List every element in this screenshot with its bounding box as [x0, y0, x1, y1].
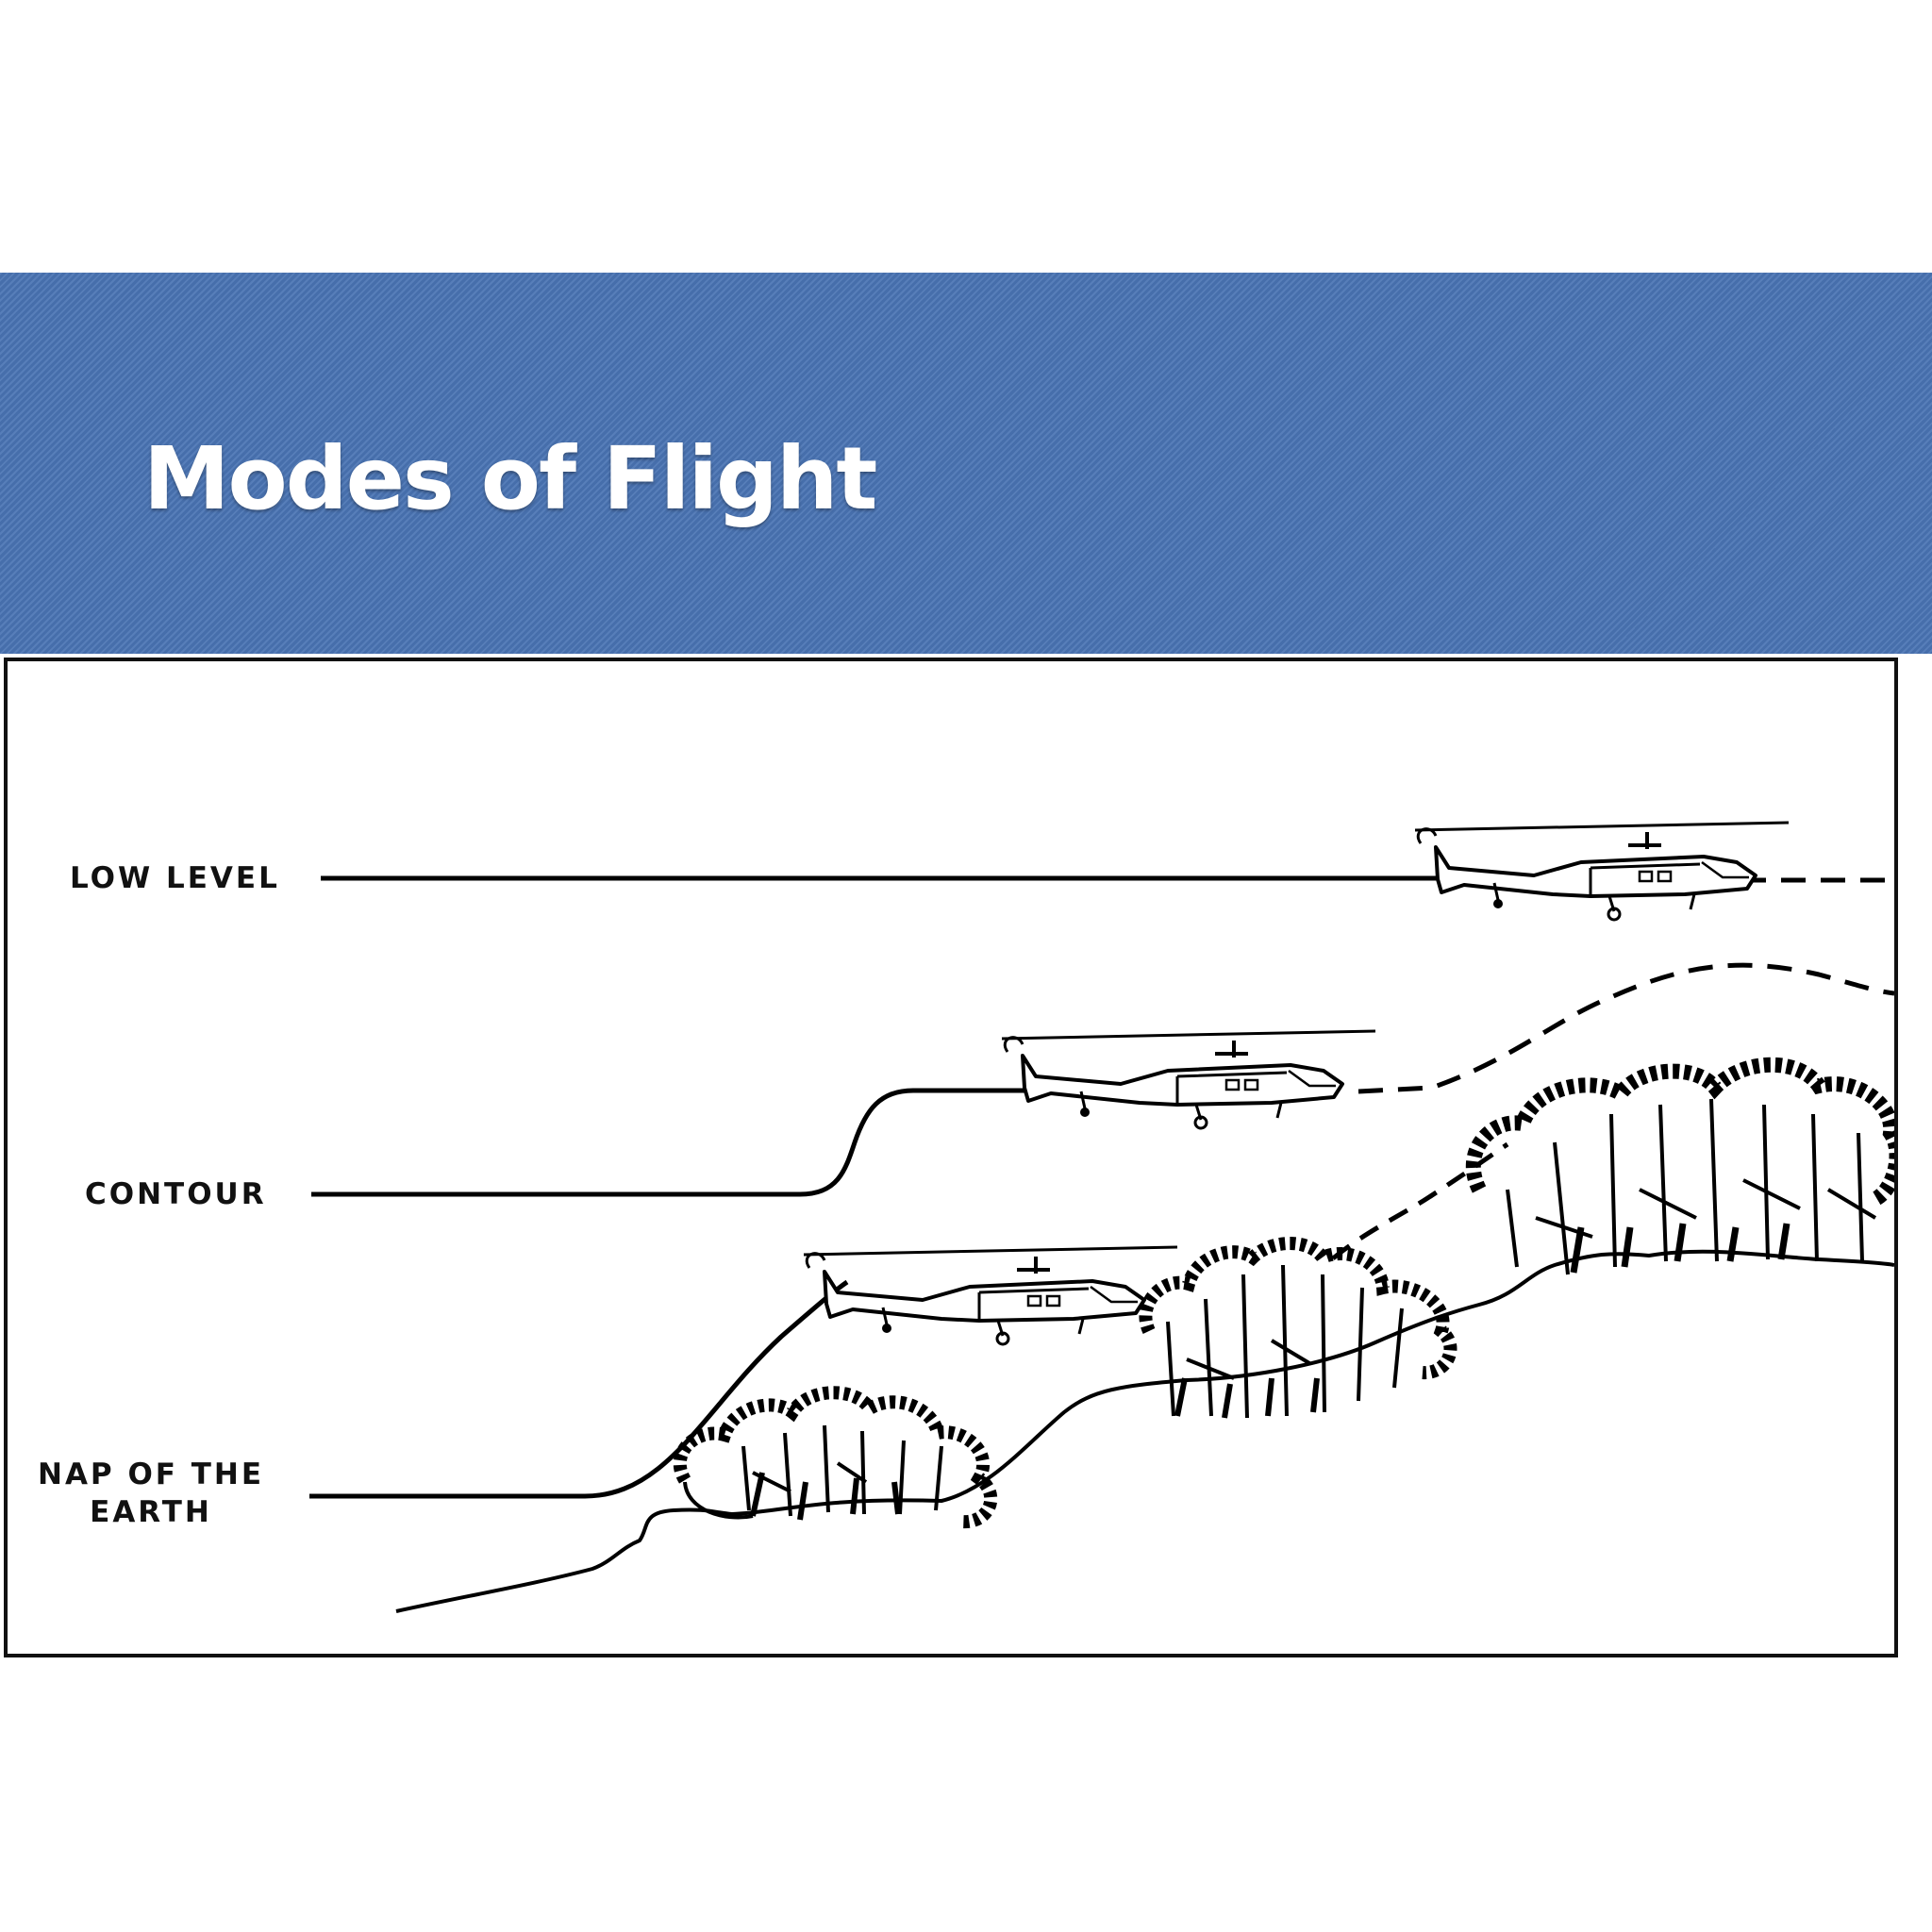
mode-label-nap-line2: EARTH: [90, 1495, 212, 1529]
terrain-line: [395, 1249, 1894, 1613]
helicopter-contour: [1000, 1029, 1377, 1130]
tree-cluster-low: [673, 1386, 998, 1529]
mode-label-low-level: LOW LEVEL: [70, 861, 280, 895]
diagram-frame: LOW LEVEL CONTOUR NAP OF THE EARTH: [4, 658, 1898, 1657]
contour-route-dashed: [1357, 962, 1894, 1094]
helicopter-low-level: [1413, 821, 1790, 922]
mode-label-nap-of-the-earth: NAP OF THE EARTH: [38, 1456, 264, 1531]
helicopter-nap-of-the-earth: [802, 1245, 1179, 1346]
modes-diagram: [309, 821, 1894, 1613]
slide-title: Modes of Flight: [143, 428, 877, 529]
tree-cluster-high: [1465, 1057, 1894, 1275]
mode-label-nap-line1: NAP OF THE: [38, 1457, 265, 1491]
nap-of-the-earth-route: [309, 1279, 849, 1499]
tree-cluster-mid: [1139, 1237, 1457, 1419]
contour-route: [311, 1088, 1049, 1197]
title-band: [0, 273, 1932, 654]
nap-of-the-earth-route-dashed: [1331, 1141, 1509, 1260]
mode-label-contour: CONTOUR: [85, 1177, 267, 1211]
